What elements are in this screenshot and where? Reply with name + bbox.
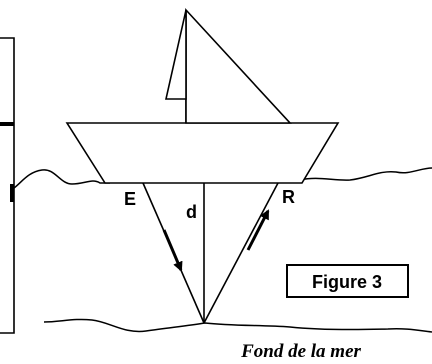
figure-caption: Figure 3: [312, 272, 382, 292]
down-arrow: [162, 229, 183, 272]
water-surface-line: [13, 167, 432, 189]
sea-floor-label: Fond de la mer: [240, 341, 361, 362]
boat-hull: [65, 122, 340, 184]
left-partial-box: [0, 37, 15, 334]
receiver-label: R: [282, 187, 295, 207]
boat-jib: [165, 9, 187, 100]
reflected-wave-path: [203, 182, 279, 324]
boat-main-sail: [185, 7, 292, 124]
depth-label: d: [186, 202, 197, 222]
emitter-label: E: [124, 189, 136, 209]
sea-floor-line: [43, 318, 432, 333]
figure-caption-box: [286, 264, 409, 298]
up-arrow: [246, 209, 270, 251]
